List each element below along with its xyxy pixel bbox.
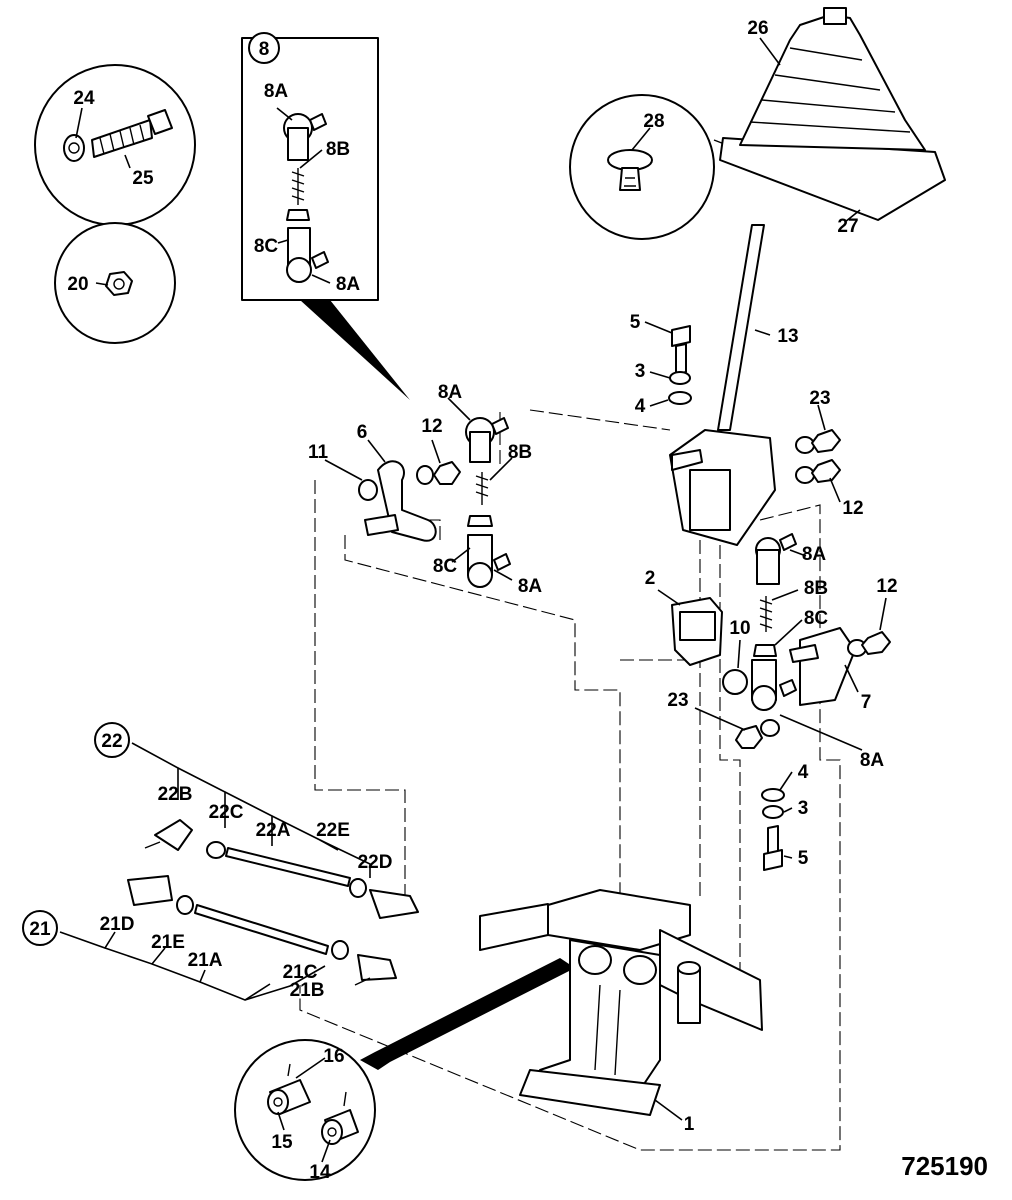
svg-text:8A: 8A (336, 274, 361, 295)
svg-text:13: 13 (777, 326, 798, 347)
svg-text:8B: 8B (326, 139, 350, 160)
svg-text:5: 5 (630, 312, 641, 333)
svg-text:8A: 8A (518, 576, 543, 597)
svg-text:21C: 21C (283, 962, 318, 983)
svg-text:3: 3 (798, 798, 809, 819)
inset-fastener-clip (569, 94, 771, 240)
svg-text:6: 6 (357, 422, 368, 443)
svg-text:22C: 22C (209, 802, 244, 823)
svg-text:8B: 8B (804, 578, 828, 599)
svg-text:22D: 22D (358, 852, 393, 873)
upper-fasteners (668, 325, 841, 484)
svg-text:22: 22 (101, 731, 122, 752)
svg-text:14: 14 (309, 1162, 331, 1183)
svg-text:22B: 22B (158, 784, 193, 805)
svg-text:26: 26 (747, 18, 768, 39)
circled-callout-22: 22 (94, 722, 130, 758)
svg-text:8C: 8C (433, 556, 458, 577)
svg-text:8C: 8C (804, 608, 829, 629)
svg-text:22E: 22E (316, 820, 350, 841)
gear-boot (719, 7, 946, 221)
leader-lines (59, 37, 887, 1163)
svg-text:15: 15 (271, 1132, 293, 1153)
right-linkage (671, 533, 891, 749)
svg-text:21D: 21D (100, 914, 135, 935)
svg-text:8C: 8C (254, 236, 279, 257)
svg-text:21A: 21A (188, 950, 223, 971)
gear-lever (669, 224, 776, 546)
svg-text:28: 28 (643, 111, 664, 132)
svg-text:12: 12 (842, 498, 863, 519)
svg-text:23: 23 (809, 388, 830, 409)
svg-text:7: 7 (861, 692, 872, 713)
svg-text:4: 4 (798, 762, 809, 783)
svg-text:21B: 21B (290, 980, 325, 1001)
svg-text:8A: 8A (264, 81, 289, 102)
svg-text:25: 25 (132, 168, 154, 189)
svg-text:8: 8 (259, 39, 270, 60)
inset-nut (54, 222, 176, 344)
lower-fasteners (761, 788, 785, 871)
svg-text:2: 2 (645, 568, 656, 589)
svg-text:21E: 21E (151, 932, 185, 953)
circled-callout-8: 8 (248, 32, 280, 64)
svg-text:23: 23 (667, 690, 688, 711)
svg-text:8A: 8A (438, 382, 463, 403)
svg-text:3: 3 (635, 361, 646, 382)
svg-text:21: 21 (29, 919, 51, 940)
control-rod-22 (144, 819, 419, 919)
drawing-number: 725190 (901, 1151, 988, 1181)
inset-bolt-washer (34, 64, 196, 226)
svg-text:1: 1 (684, 1114, 695, 1135)
svg-text:10: 10 (729, 618, 750, 639)
control-rod-21 (127, 875, 397, 986)
svg-text:11: 11 (308, 442, 329, 463)
svg-text:8A: 8A (860, 750, 885, 771)
svg-text:4: 4 (635, 396, 646, 417)
base-bracket (479, 889, 763, 1116)
svg-text:5: 5 (798, 848, 809, 869)
svg-text:27: 27 (837, 216, 858, 237)
part-callouts: 24 25 20 8A 8B 8C 8A 26 28 27 5 13 3 4 2… (67, 18, 897, 1183)
svg-text:16: 16 (323, 1046, 344, 1067)
svg-text:24: 24 (73, 88, 95, 109)
mid-linkage (358, 417, 511, 588)
svg-text:22A: 22A (256, 820, 291, 841)
circled-callout-21: 21 (22, 910, 58, 946)
svg-text:12: 12 (421, 416, 442, 437)
inset-pivot-collars (234, 958, 575, 1181)
svg-text:20: 20 (67, 274, 88, 295)
svg-text:8A: 8A (802, 544, 827, 565)
svg-text:12: 12 (876, 576, 897, 597)
inset-ball-joint-assembly (241, 37, 410, 400)
svg-text:8B: 8B (508, 442, 532, 463)
